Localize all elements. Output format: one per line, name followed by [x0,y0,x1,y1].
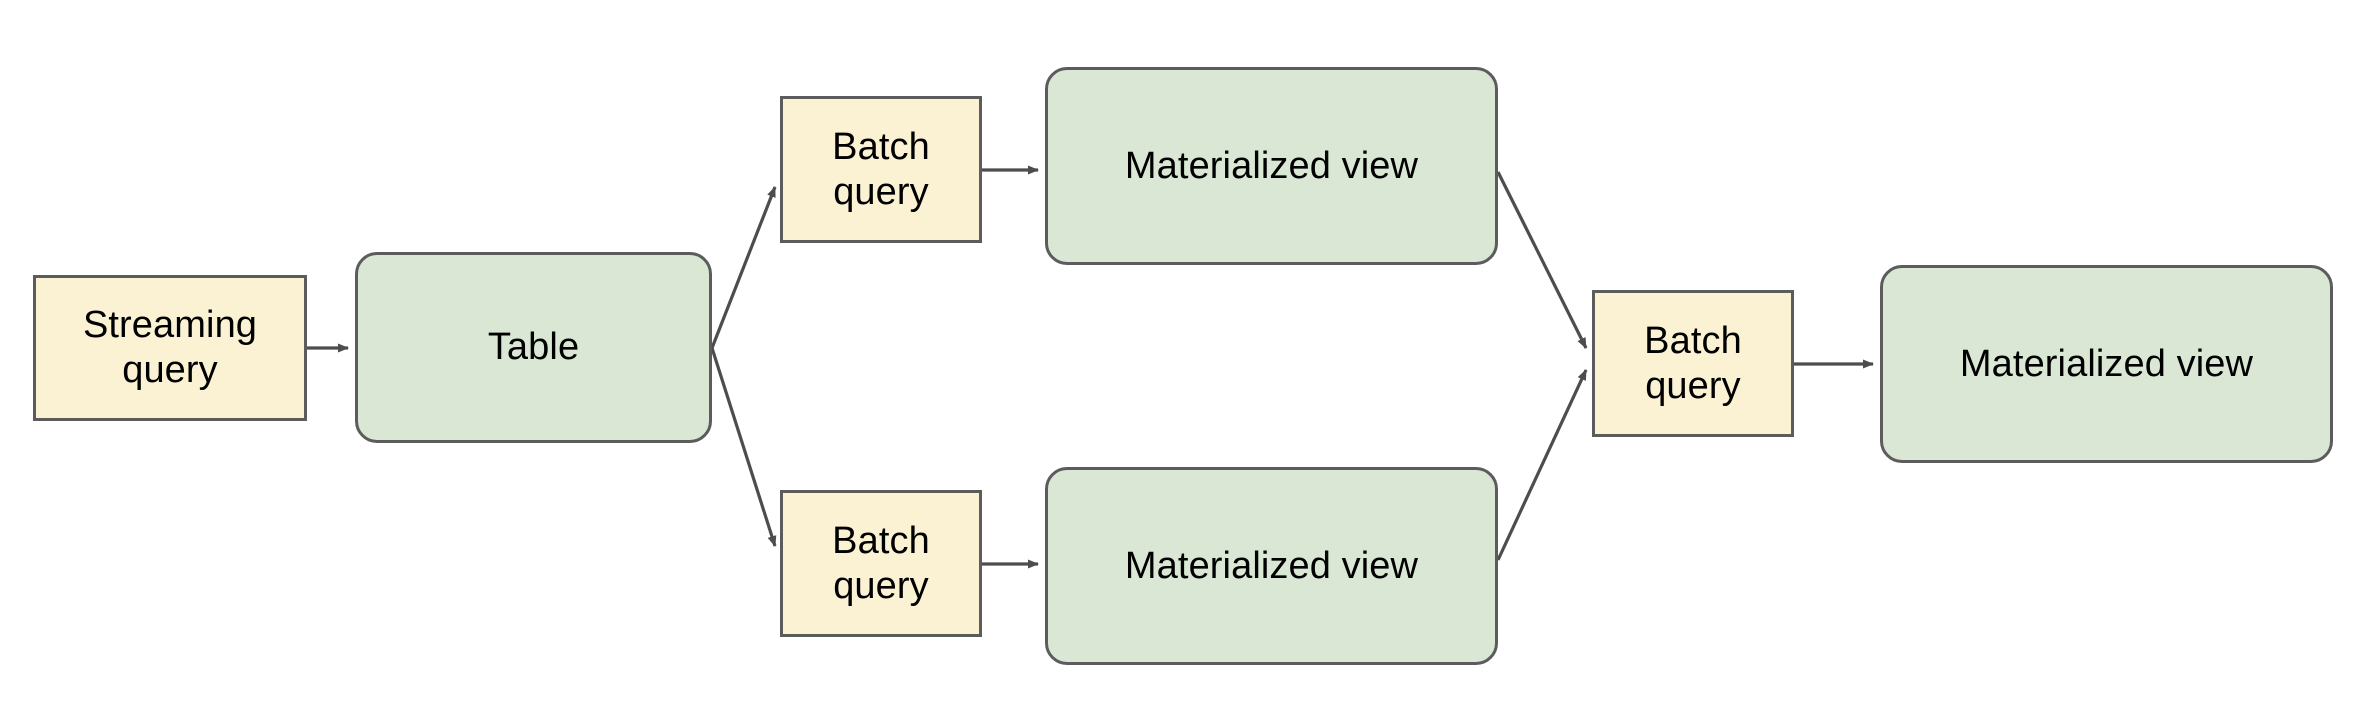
node-batch-query-right[interactable]: Batch query [1592,290,1794,437]
node-materialized-view-top[interactable]: Materialized view [1045,67,1498,265]
node-materialized-view-top-label: Materialized view [1124,144,1419,187]
node-materialized-view-right[interactable]: Materialized view [1880,265,2333,463]
node-batch-query-top-label: Batch query [832,125,930,213]
node-table-label: Table [487,326,580,369]
node-materialized-view-bottom-label: Materialized view [1124,544,1419,587]
edge-mv-bottom-to-batch-right [1496,369,1588,561]
node-streaming-query[interactable]: Streaming query [33,275,307,421]
edge-table-to-batch-bottom [710,347,777,547]
node-batch-query-right-label: Batch query [1644,319,1742,407]
node-batch-query-top[interactable]: Batch query [780,96,982,243]
node-streaming-query-label: Streaming query [82,304,258,391]
node-batch-query-bottom-label: Batch query [832,519,930,607]
edge-mv-top-to-batch-right [1496,171,1588,349]
node-batch-query-bottom[interactable]: Batch query [780,490,982,637]
node-table[interactable]: Table [355,252,712,443]
edge-table-to-batch-top [710,186,777,349]
node-materialized-view-right-label: Materialized view [1959,342,2254,385]
node-materialized-view-bottom[interactable]: Materialized view [1045,467,1498,665]
